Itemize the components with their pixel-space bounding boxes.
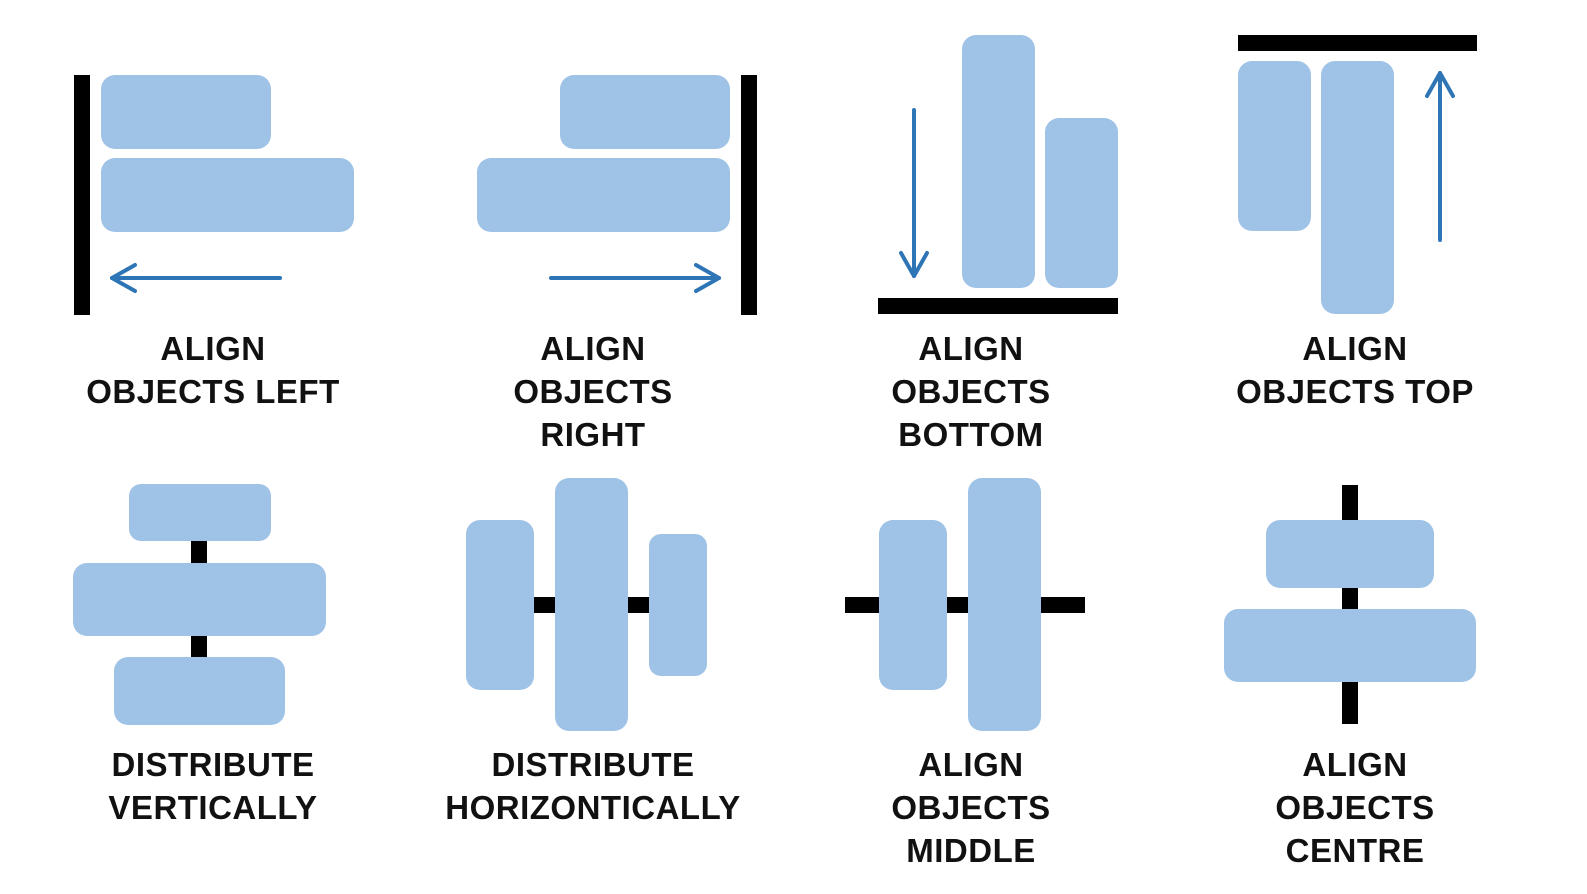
alignment-bar [74, 75, 90, 315]
alignment-bar [1238, 35, 1477, 51]
object-block [560, 75, 730, 149]
tile-label: DISTRIBUTE VERTICALLY [23, 743, 403, 829]
tile-align-bottom: ALIGN OBJECTS BOTTOM [794, 0, 1191, 453]
align-right-icon [477, 75, 757, 315]
object-block [1224, 609, 1476, 682]
label-line: OBJECTS LEFT [86, 373, 340, 410]
label-line: ALIGN [918, 746, 1024, 783]
object-block [1238, 61, 1311, 231]
label-line: OBJECTS [513, 373, 673, 410]
object-block [968, 478, 1041, 731]
label-line: RIGHT [540, 416, 646, 453]
label-line: ALIGN [540, 330, 646, 367]
tile-distribute-vertically: DISTRIBUTE VERTICALLY [0, 447, 397, 894]
tile-label: ALIGN OBJECTS RIGHT [403, 327, 783, 456]
tile-align-right: ALIGN OBJECTS RIGHT [397, 0, 794, 453]
object-block [1266, 520, 1434, 588]
distribute-horizontally-icon [466, 478, 707, 731]
object-block [73, 563, 326, 636]
object-block [649, 534, 707, 676]
object-block [962, 35, 1035, 288]
distribute-vertically-icon [73, 484, 326, 725]
label-line: CENTRE [1285, 832, 1425, 869]
object-block [1321, 61, 1394, 314]
alignment-bar [878, 298, 1118, 314]
align-middle-icon [845, 478, 1085, 731]
label-line: ALIGN [160, 330, 266, 367]
tile-align-left: ALIGN OBJECTS LEFT [0, 0, 397, 447]
object-block [555, 478, 628, 731]
label-line: DISTRIBUTE [111, 746, 315, 783]
label-line: OBJECTS [891, 789, 1051, 826]
align-centre-icon [1224, 485, 1476, 724]
tile-label: ALIGN OBJECTS TOP [1165, 327, 1545, 413]
object-block [477, 158, 730, 232]
right-arrow-icon [549, 263, 721, 293]
tile-label: ALIGN OBJECTS BOTTOM [781, 327, 1161, 456]
label-line: MIDDLE [906, 832, 1036, 869]
label-line: OBJECTS [1275, 789, 1435, 826]
label-line: HORIZONTICALLY [445, 789, 741, 826]
tile-label: ALIGN OBJECTS LEFT [23, 327, 403, 413]
label-line: VERTICALLY [108, 789, 318, 826]
object-block [114, 657, 285, 725]
tile-align-centre: ALIGN OBJECTS CENTRE [1191, 447, 1587, 894]
align-bottom-icon [878, 35, 1118, 314]
object-block [101, 75, 271, 149]
label-line: DISTRIBUTE [491, 746, 695, 783]
tile-label: DISTRIBUTE HORIZONTICALLY [403, 743, 783, 829]
label-line: OBJECTS TOP [1236, 373, 1474, 410]
label-line: ALIGN [1302, 746, 1408, 783]
up-arrow-icon [1425, 71, 1455, 242]
tile-label: ALIGN OBJECTS MIDDLE [781, 743, 1161, 872]
down-arrow-icon [899, 108, 929, 278]
object-block [466, 520, 534, 690]
object-block [1045, 118, 1118, 288]
object-block [129, 484, 271, 541]
align-top-icon [1238, 35, 1477, 314]
object-block [101, 158, 354, 232]
label-line: OBJECTS [891, 373, 1051, 410]
align-left-icon [74, 75, 354, 315]
tile-align-top: ALIGN OBJECTS TOP [1191, 0, 1587, 447]
tile-distribute-horizontally: DISTRIBUTE HORIZONTICALLY [397, 447, 794, 894]
object-block [879, 520, 947, 690]
tile-label: ALIGN OBJECTS CENTRE [1165, 743, 1545, 872]
tile-align-middle: ALIGN OBJECTS MIDDLE [794, 447, 1191, 894]
alignment-bar [741, 75, 757, 315]
label-line: BOTTOM [898, 416, 1044, 453]
label-line: ALIGN [918, 330, 1024, 367]
left-arrow-icon [110, 263, 282, 293]
label-line: ALIGN [1302, 330, 1408, 367]
